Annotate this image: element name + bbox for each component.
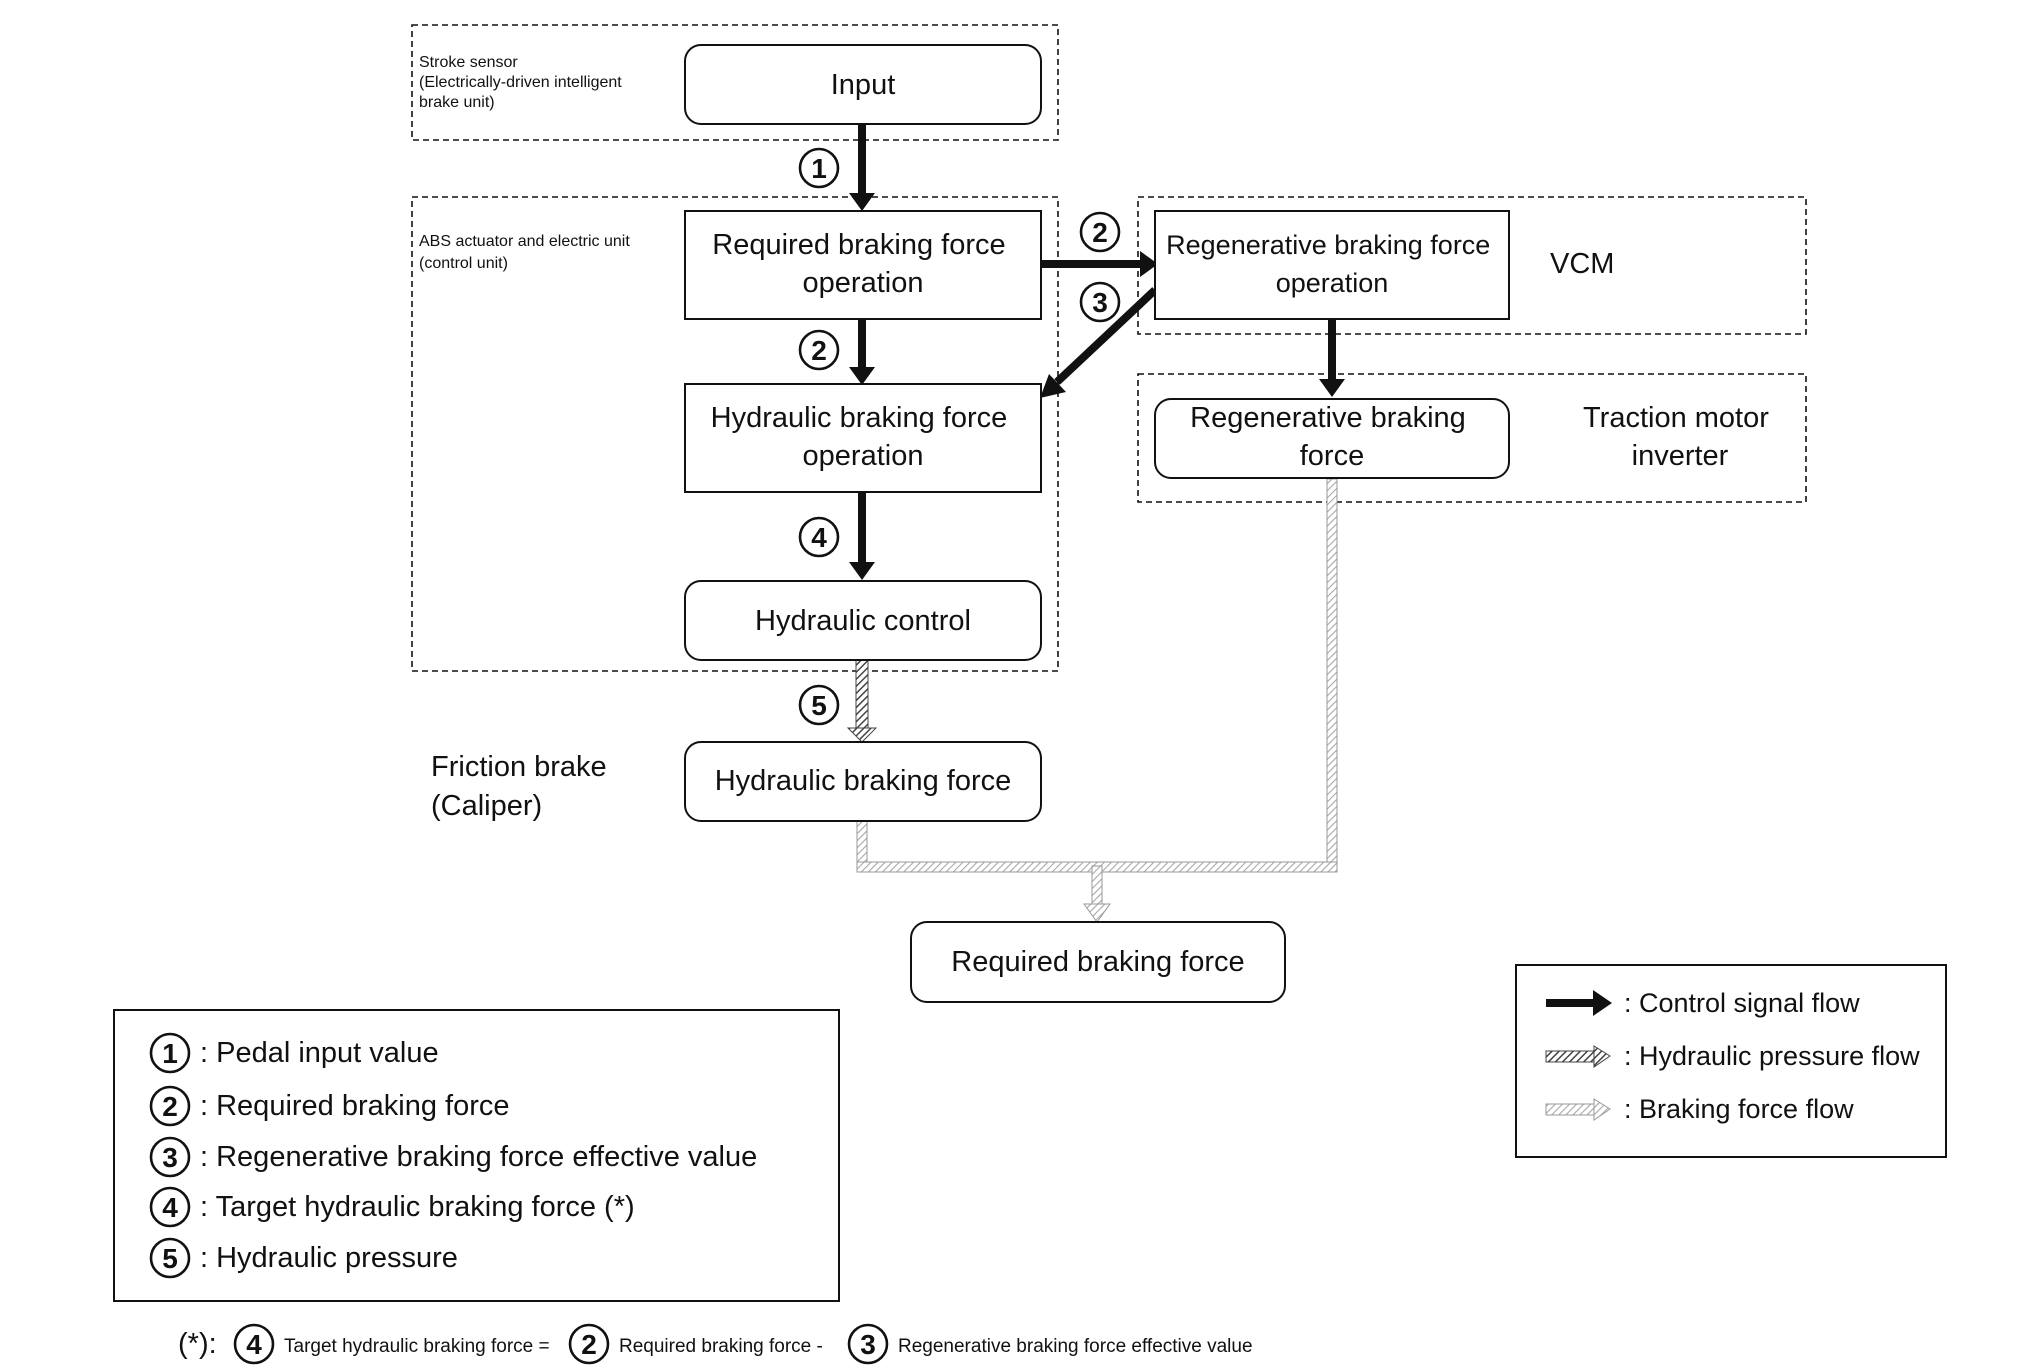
svg-text:: Target hydraulic braking for: : Target hydraulic braking force (*) <box>200 1191 635 1223</box>
marker-2-hydraulic: 2 <box>798 329 840 371</box>
abs-actuator-label: ABS actuator and electric unit (control … <box>419 233 634 272</box>
footnote: (*): 4 Target hydraulic braking force = … <box>178 1323 1253 1365</box>
stroke-sensor-zone <box>411 24 1059 141</box>
svg-text:: Hydraulic pressure: : Hydraulic pressure <box>200 1242 458 1274</box>
svg-text:3: 3 <box>162 1142 178 1173</box>
hydraulic-pressure-arrow <box>846 659 878 743</box>
svg-text:2: 2 <box>1092 217 1108 248</box>
key-item-4: 4 : Target hydraulic braking force (*) <box>149 1186 635 1228</box>
abs-actuator-zone <box>411 196 1059 672</box>
required-braking-force-operation-label: Required braking force operation <box>712 229 1013 299</box>
required-braking-force-label: Required braking force <box>951 946 1244 978</box>
svg-text:4: 4 <box>162 1192 178 1223</box>
marker-4: 4 <box>798 516 840 558</box>
key-item-2: 2 : Required braking force <box>149 1085 510 1127</box>
svg-text:: Hydraulic pressure flow: : Hydraulic pressure flow <box>1624 1041 1920 1071</box>
required-braking-force-operation-node <box>684 210 1042 320</box>
svg-text:1: 1 <box>811 153 827 184</box>
required-braking-force-node <box>910 921 1286 1003</box>
legend-braking-force: : Braking force flow <box>1545 1094 1854 1124</box>
regenerative-braking-force-operation-node <box>1154 210 1510 320</box>
traction-motor-zone <box>1137 373 1807 503</box>
hydraulic-braking-force-operation-node <box>684 383 1042 493</box>
svg-text:Regenerative braking force eff: Regenerative braking force effective val… <box>898 1336 1253 1357</box>
marker-1: 1 <box>798 147 840 189</box>
svg-text:(*):: (*): <box>178 1328 217 1360</box>
key-item-1: 1 : Pedal input value <box>149 1032 439 1074</box>
hydraulic-braking-force-label: Hydraulic braking force <box>715 765 1012 797</box>
hydraulic-control-label: Hydraulic control <box>755 605 971 637</box>
key-item-5: 5 : Hydraulic pressure <box>149 1237 458 1279</box>
svg-text:: Pedal input value: : Pedal input value <box>200 1037 439 1069</box>
svg-text:Required braking force -: Required braking force - <box>619 1336 823 1357</box>
key-item-3: 3 : Regenerative braking force effective… <box>149 1136 757 1178</box>
regenerative-braking-force-node <box>1154 398 1510 479</box>
hydraulic-braking-force-node <box>684 741 1042 822</box>
braking-force-arrows <box>856 478 1338 923</box>
stroke-sensor-label: Stroke sensor (Electrically-driven intel… <box>419 54 626 111</box>
svg-text:2: 2 <box>581 1329 597 1360</box>
traction-motor-label: Traction motor inverter <box>1583 402 1777 472</box>
svg-text:: Control signal flow: : Control signal flow <box>1624 988 1860 1018</box>
input-node-label: Input <box>831 69 896 101</box>
input-node <box>684 44 1042 125</box>
svg-text:4: 4 <box>811 522 827 553</box>
marker-2-vcm: 2 <box>1079 211 1121 253</box>
svg-text:: Regenerative braking force e: : Regenerative braking force effective v… <box>200 1141 757 1173</box>
legend-hydraulic-pressure: : Hydraulic pressure flow <box>1545 1041 1920 1071</box>
friction-brake-label: Friction brake (Caliper) <box>431 751 615 822</box>
svg-text:2: 2 <box>162 1091 178 1122</box>
svg-text:5: 5 <box>162 1243 178 1274</box>
regenerative-braking-force-label: Regenerative braking force <box>1190 402 1474 472</box>
svg-text:1: 1 <box>162 1038 178 1069</box>
svg-text:5: 5 <box>811 690 827 721</box>
svg-text:: Required braking force: : Required braking force <box>200 1090 510 1122</box>
svg-text:3: 3 <box>1092 287 1108 318</box>
svg-text:3: 3 <box>860 1329 876 1360</box>
hydraulic-braking-force-operation-label: Hydraulic braking force operation <box>711 402 1016 472</box>
svg-text:Target hydraulic braking force: Target hydraulic braking force = <box>284 1336 550 1357</box>
marker-3: 3 <box>1079 281 1121 323</box>
svg-text:2: 2 <box>811 335 827 366</box>
svg-text:4: 4 <box>246 1329 262 1360</box>
legend-control-signal: : Control signal flow <box>1546 988 1860 1018</box>
regenerative-braking-force-operation-label: Regenerative braking force operation <box>1166 230 1498 298</box>
control-signal-arrows <box>849 124 1345 580</box>
hydraulic-control-node <box>684 580 1042 661</box>
vcm-label: VCM <box>1550 248 1614 280</box>
marker-5: 5 <box>798 684 840 726</box>
number-key-box <box>113 1009 840 1302</box>
svg-text:: Braking force flow: : Braking force flow <box>1624 1094 1854 1124</box>
